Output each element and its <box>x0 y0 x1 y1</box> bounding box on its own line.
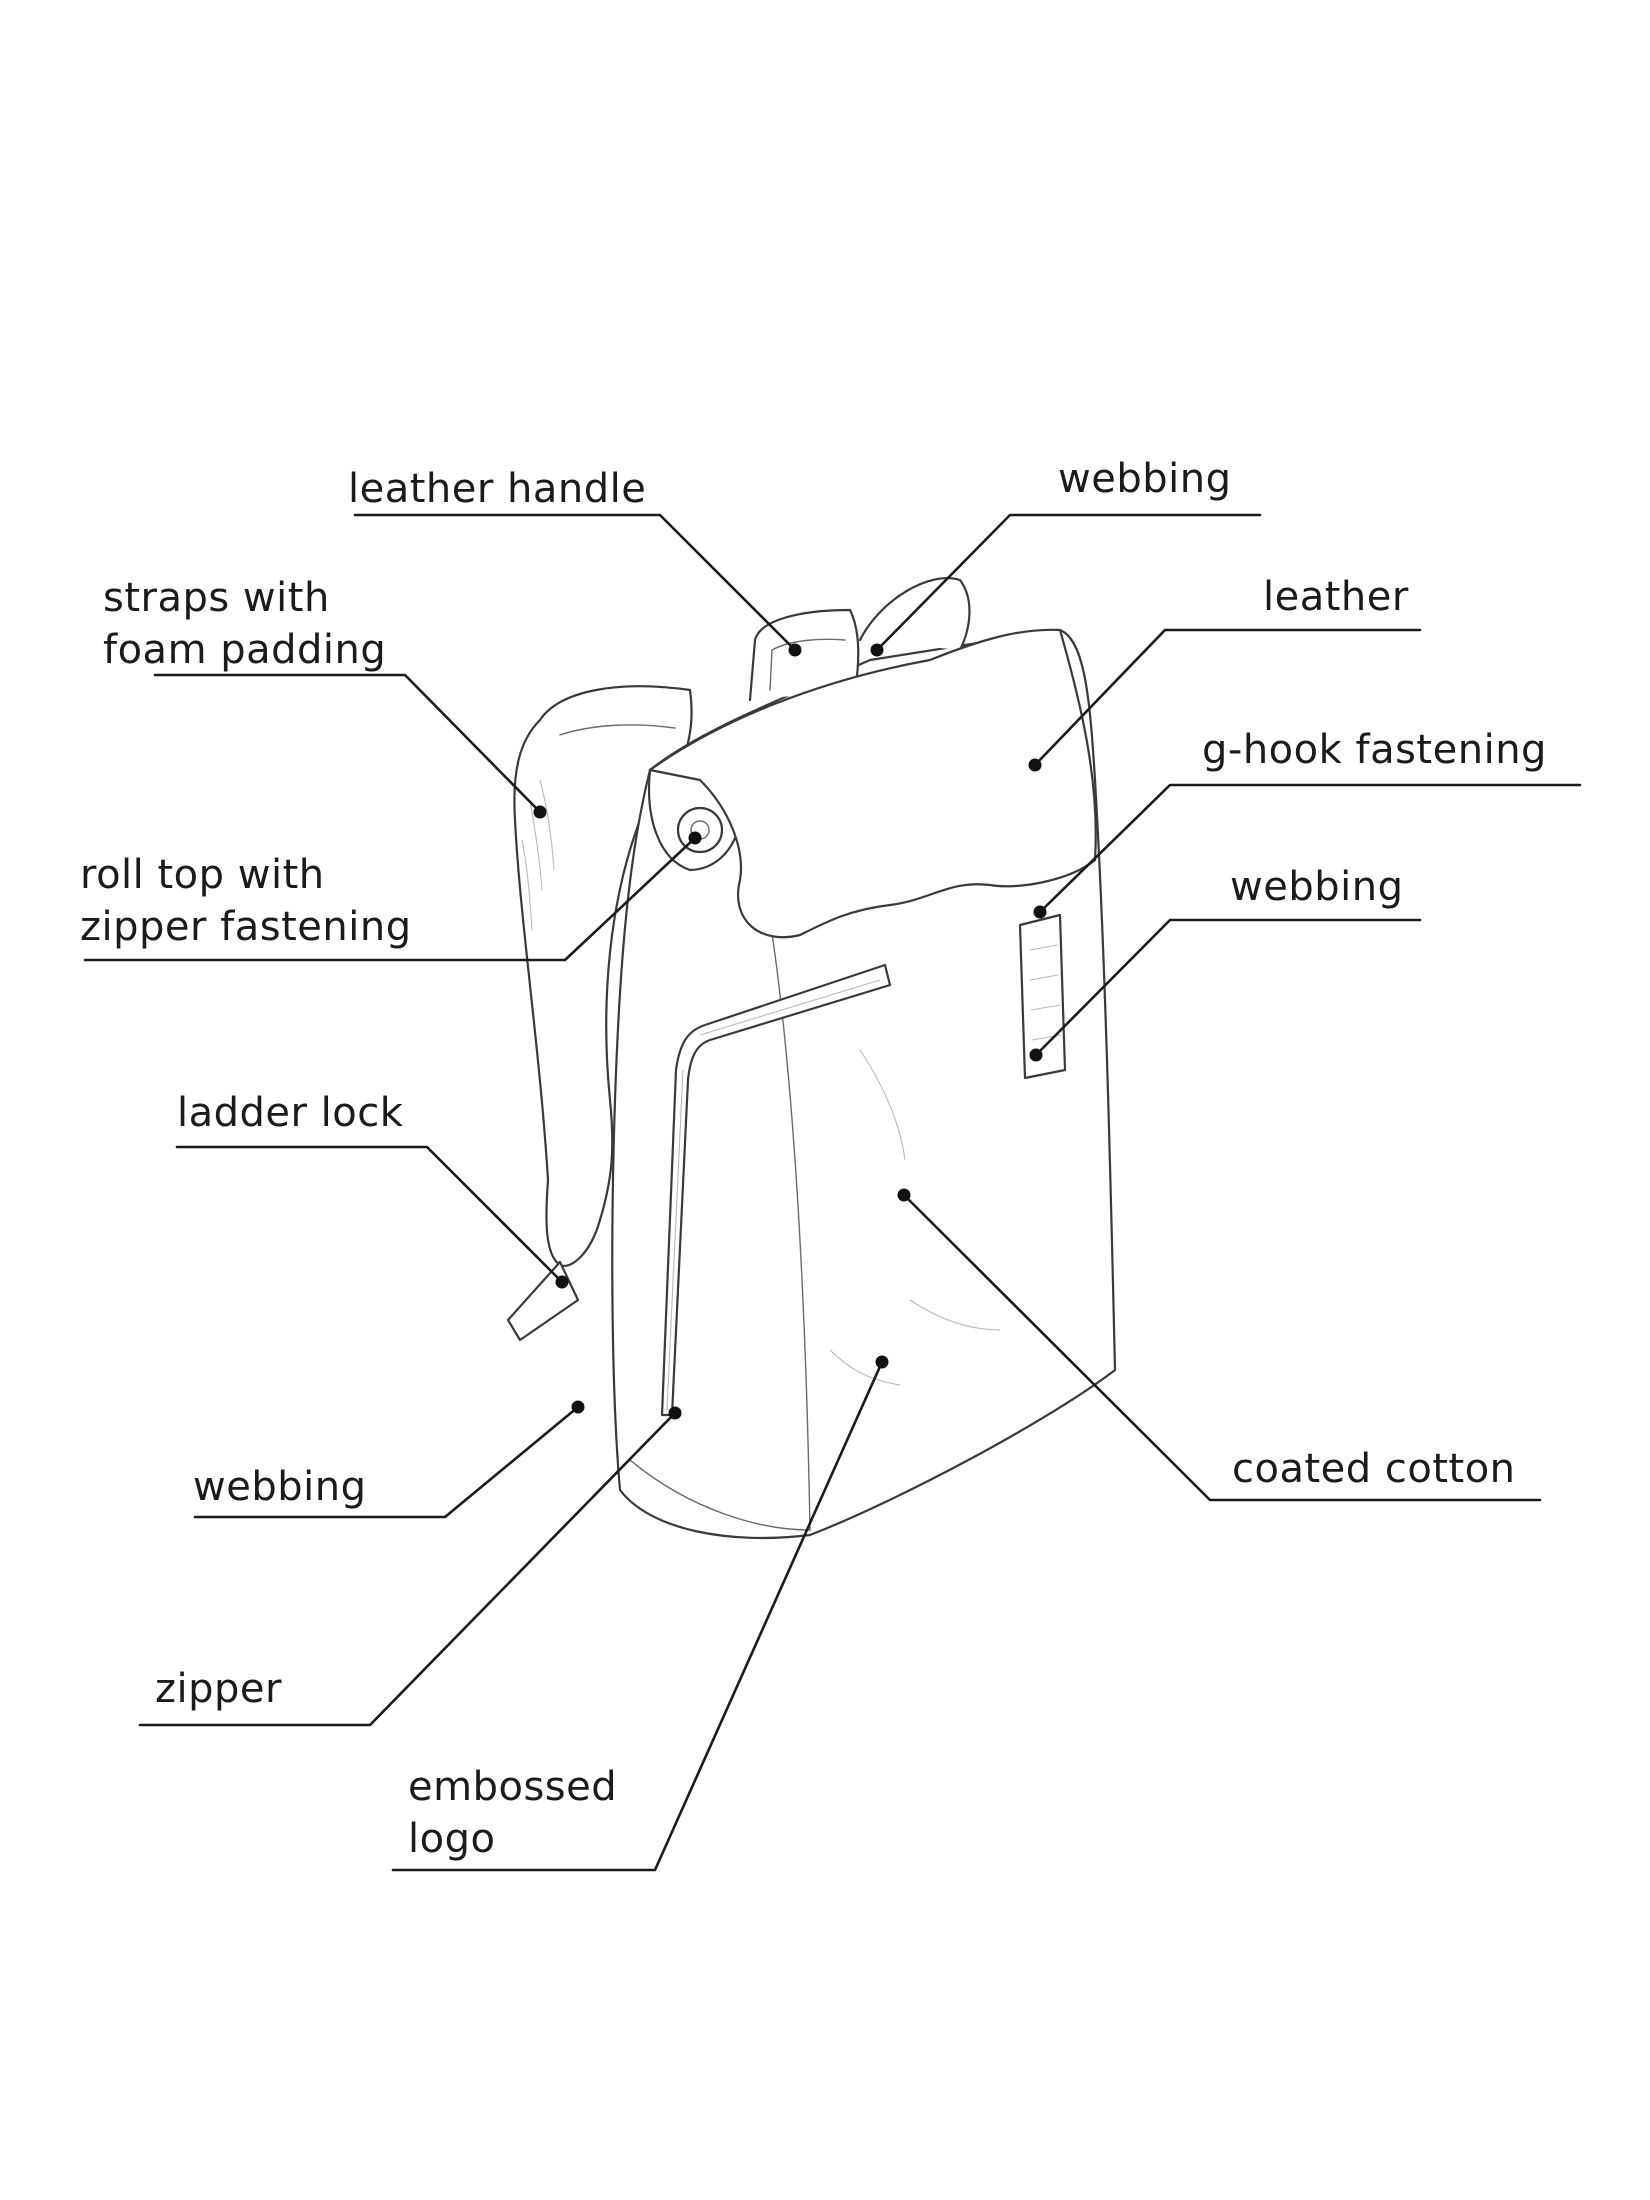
leader-roll-top <box>83 836 697 962</box>
label-webbing-left: webbing <box>193 1464 366 1510</box>
leader-webbing-right <box>1034 918 1422 1057</box>
label-coated-cotton: coated cotton <box>1232 1446 1516 1492</box>
webbing-strap-right <box>1018 913 1067 1080</box>
label-g-hook: g-hook fastening <box>1202 727 1547 773</box>
label-ladder-lock: ladder lock <box>177 1090 404 1136</box>
dot-leather-handle <box>788 643 802 657</box>
leader-leather-handle <box>353 513 797 652</box>
dot-zipper <box>668 1406 682 1420</box>
label-embossed-logo: embossed logo <box>408 1764 630 1862</box>
dot-straps <box>533 805 547 819</box>
leader-embossed-logo <box>391 1360 884 1872</box>
leader-leather <box>1033 628 1422 767</box>
leader-g-hook <box>1038 783 1582 914</box>
leader-lines <box>83 513 1582 1872</box>
dot-g-hook <box>1033 905 1047 919</box>
label-zipper: zipper <box>155 1666 282 1712</box>
dot-webbing-left <box>571 1400 585 1414</box>
leader-straps <box>153 673 542 814</box>
label-leather-handle: leather handle <box>348 466 646 512</box>
leader-ladder-lock <box>175 1145 564 1284</box>
label-webbing-right: webbing <box>1230 864 1403 910</box>
leader-webbing-left <box>193 1405 580 1519</box>
ladder-lock-shape <box>506 1260 580 1342</box>
label-roll-top: roll top with zipper fastening <box>80 852 412 950</box>
dot-embossed-logo <box>875 1355 889 1369</box>
labels: leather handle webbing straps with foam … <box>80 456 1547 1862</box>
label-webbing-top: webbing <box>1058 456 1231 502</box>
dot-leather <box>1028 758 1042 772</box>
leader-webbing-top <box>875 513 1262 652</box>
dot-webbing-right <box>1029 1048 1043 1062</box>
dot-roll-top <box>688 831 702 845</box>
label-straps: straps with foam padding <box>103 575 386 673</box>
leather-flap <box>648 628 1097 939</box>
backpack-illustration <box>506 577 1117 1540</box>
leader-zipper <box>138 1411 677 1727</box>
label-leather: leather <box>1263 574 1409 620</box>
dot-ladder-lock <box>555 1275 569 1289</box>
webbing-top-loop <box>858 577 971 652</box>
dot-coated-cotton <box>897 1188 911 1202</box>
leader-coated-cotton <box>902 1193 1542 1502</box>
dot-webbing-top <box>870 643 884 657</box>
